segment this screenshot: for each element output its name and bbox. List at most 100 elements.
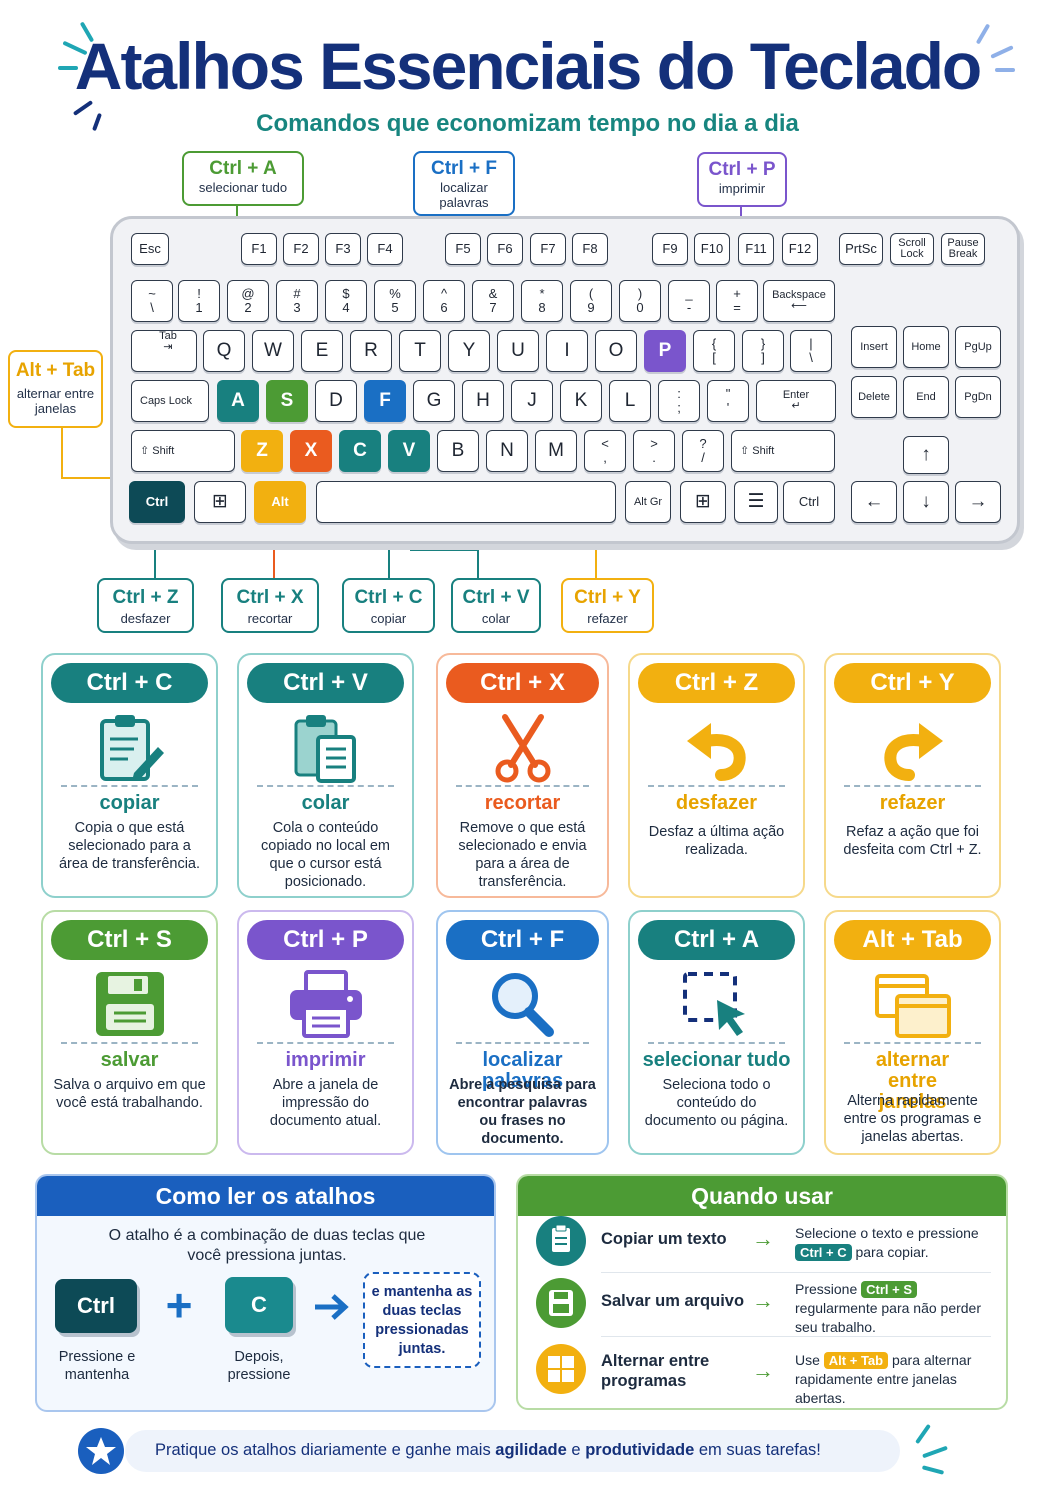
page-title: Atalhos Essenciais do Teclado <box>74 29 982 103</box>
key-enter: Enter↵ <box>756 380 836 422</box>
card-desfazer: Ctrl + Z desfazer Desfaz a última ação r… <box>628 653 805 898</box>
footer-banner <box>125 1430 900 1472</box>
key-6: ^6 <box>423 280 465 322</box>
card-name: salvar <box>100 1049 159 1071</box>
floppy-disk-icon <box>95 972 164 1036</box>
divider <box>601 1272 991 1273</box>
paste-icon <box>294 715 356 783</box>
card-description: Seleciona todo o conteúdo do documento o… <box>644 1077 789 1129</box>
clipboard-icon <box>536 1216 586 1266</box>
card-recortar: Ctrl + X recortar Remove o que está sele… <box>436 653 609 898</box>
card-keys: Ctrl + S <box>51 920 208 960</box>
arrow-right-icon: → <box>752 1288 774 1313</box>
key-f5: F5 <box>445 233 481 265</box>
clipboard-pencil-icon <box>99 715 164 781</box>
card-colar: Ctrl + V colar Cola o conteúdo copiado n… <box>237 653 414 898</box>
key-w: W <box>252 330 294 372</box>
key--: _- <box>668 280 710 322</box>
undo-icon <box>686 723 746 781</box>
key-h: H <box>462 380 504 422</box>
key-symbol: |\ <box>790 330 832 372</box>
key-menu: ☰ <box>734 481 778 523</box>
result-note: e mantenha as duas teclas pressionadas j… <box>363 1272 481 1368</box>
divider <box>601 1336 991 1337</box>
redo-icon <box>883 723 943 781</box>
decor-spark <box>921 1465 945 1475</box>
key-f11: F11 <box>738 233 774 265</box>
plus-sign: + <box>165 1279 193 1331</box>
key-space <box>316 481 616 523</box>
card-description: Alterna rapidamente entre os programas e… <box>843 1093 982 1145</box>
key-1: !1 <box>178 280 220 322</box>
tip-text: para copiar. <box>855 1244 929 1260</box>
key-x: X <box>290 430 332 472</box>
key-alt: Alt <box>254 481 306 523</box>
tip-keys: Ctrl + S <box>861 1281 918 1298</box>
card-description: Salva o arquivo em que você está trabalh… <box>53 1077 206 1111</box>
callout-keys: Ctrl + X <box>236 587 304 608</box>
use-tip: Selecione o texto e pressione Ctrl + C p… <box>795 1224 995 1262</box>
card-keys: Ctrl + P <box>247 920 404 960</box>
key-m: M <box>535 430 577 472</box>
printer-icon <box>289 970 362 1038</box>
key-shift-right: ⇧ Shift <box>731 430 835 472</box>
key-c-example: C <box>225 1277 293 1333</box>
key-f7: F7 <box>530 233 566 265</box>
key-l: L <box>609 380 651 422</box>
card-name: colar <box>301 792 350 814</box>
key-3: #3 <box>276 280 318 322</box>
card-name: imprimir <box>285 1049 366 1071</box>
key-symbol: <, <box>584 430 626 472</box>
key-e: E <box>301 330 343 372</box>
key-backspace: Backspace⟵ <box>763 280 835 322</box>
callout-label: localizar palavras <box>439 180 489 210</box>
callout-keys: Ctrl + P <box>708 159 776 180</box>
card-description: Desfaz a última ação realizada. <box>648 824 785 858</box>
card-description: Abre a janela de impressão do documento … <box>269 1077 382 1129</box>
key-alt-gr: Alt Gr <box>625 481 671 523</box>
key-2: @2 <box>227 280 269 322</box>
card-name: copiar <box>99 792 160 814</box>
card-description: Copia o que está selecionado para a área… <box>58 820 201 872</box>
card-keys: Ctrl + Z <box>638 663 795 703</box>
footer-text-part: em suas tarefas! <box>694 1441 821 1459</box>
tip-text: Selecione o texto e pressione <box>795 1225 979 1241</box>
card-name: desfazer <box>675 792 758 814</box>
card-keys: Ctrl + A <box>638 920 795 960</box>
callout-keys: Ctrl + F <box>431 158 497 179</box>
decor-spark <box>995 68 1015 72</box>
panel-title: Quando usar <box>518 1176 1006 1216</box>
magnifier-icon <box>491 973 554 1037</box>
page-subtitle: Comandos que economizam tempo no dia a d… <box>256 110 799 137</box>
callout-keys: Ctrl + C <box>354 587 423 608</box>
footer-text-part: e <box>566 1441 586 1459</box>
key-u: U <box>497 330 539 372</box>
key-delete: Delete <box>851 376 897 418</box>
key-pgup: PgUp <box>955 326 1001 368</box>
callout-ctrl-z: Ctrl + Z desfazer <box>97 578 194 633</box>
key-n: N <box>486 430 528 472</box>
panel-how-to-read: Como ler os atalhos O atalho é a combina… <box>35 1174 496 1412</box>
arrow-right-icon: → <box>752 1226 774 1251</box>
key-9: (9 <box>570 280 612 322</box>
key-o: O <box>595 330 637 372</box>
card-description: Remove o que está selecionado e envia pa… <box>458 820 587 890</box>
key-arrow-up: ↑ <box>903 436 949 474</box>
key-arrow-down: ↓ <box>903 481 949 523</box>
card-name: refazer <box>879 792 946 814</box>
key-a: A <box>217 380 259 422</box>
select-all-icon <box>682 972 745 1036</box>
use-task: Salvar um arquivo <box>601 1292 745 1310</box>
key-b: B <box>437 430 479 472</box>
key-f3: F3 <box>325 233 361 265</box>
tip-text: para alternar rapidamente entre janelas … <box>795 1352 972 1406</box>
key-tab: Tab⇥ <box>131 330 197 372</box>
card-name: recortar <box>484 792 561 814</box>
card-salvar: Ctrl + S salvar Salva o arquivo em que v… <box>41 910 218 1155</box>
arrow-right-icon: → <box>752 1358 774 1383</box>
key-=: += <box>716 280 758 322</box>
card-name: alternar entre janelas <box>875 1049 950 1113</box>
callout-label: desfazer <box>120 611 171 626</box>
footer-bold: agilidade <box>495 1441 567 1459</box>
key-f1: F1 <box>241 233 277 265</box>
